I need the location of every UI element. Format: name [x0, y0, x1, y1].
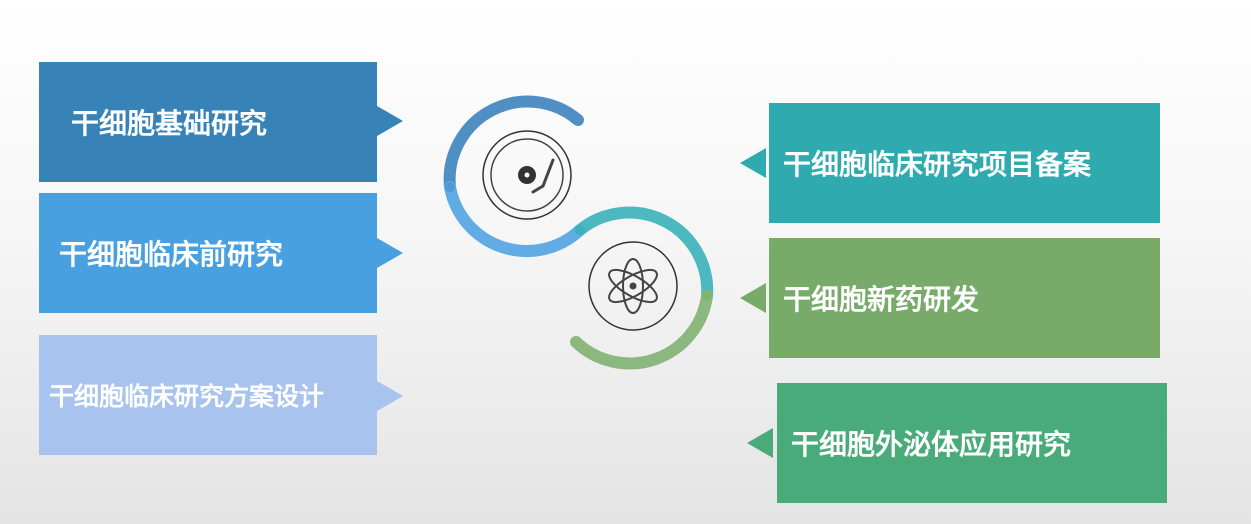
- left-box-arrow: [377, 238, 403, 268]
- left-box-preclinical-research: 干细胞临床前研究: [39, 193, 377, 313]
- left-box-basic-research: 干细胞基础研究: [39, 62, 377, 182]
- upper-arc-light: [444, 181, 586, 258]
- right-box-label: 干细胞临床研究项目备案: [783, 148, 1092, 181]
- right-box-drug-development: 干细胞新药研发: [769, 238, 1160, 358]
- upper-arc-dark: [443, 95, 584, 193]
- turntable-icon: [482, 130, 572, 220]
- left-box-arrow: [377, 381, 403, 411]
- left-box-clinical-design: 干细胞临床研究方案设计: [39, 335, 377, 455]
- left-box-arrow: [377, 106, 403, 136]
- lower-arc-green: [570, 290, 713, 370]
- right-box-exosome-research: 干细胞外泌体应用研究: [777, 383, 1167, 503]
- atom-icon: [588, 241, 678, 331]
- left-box-label: 干细胞临床研究方案设计: [49, 382, 325, 411]
- right-box-clinical-filing: 干细胞临床研究项目备案: [769, 103, 1160, 223]
- right-box-label: 干细胞新药研发: [783, 283, 980, 316]
- right-box-label: 干细胞外泌体应用研究: [791, 428, 1072, 461]
- right-box-arrow: [740, 283, 766, 313]
- left-box-label: 干细胞临床前研究: [59, 238, 284, 271]
- lower-arc-teal: [574, 206, 714, 302]
- right-box-arrow: [740, 148, 766, 178]
- right-box-arrow: [747, 428, 773, 458]
- left-box-label: 干细胞基础研究: [71, 107, 268, 140]
